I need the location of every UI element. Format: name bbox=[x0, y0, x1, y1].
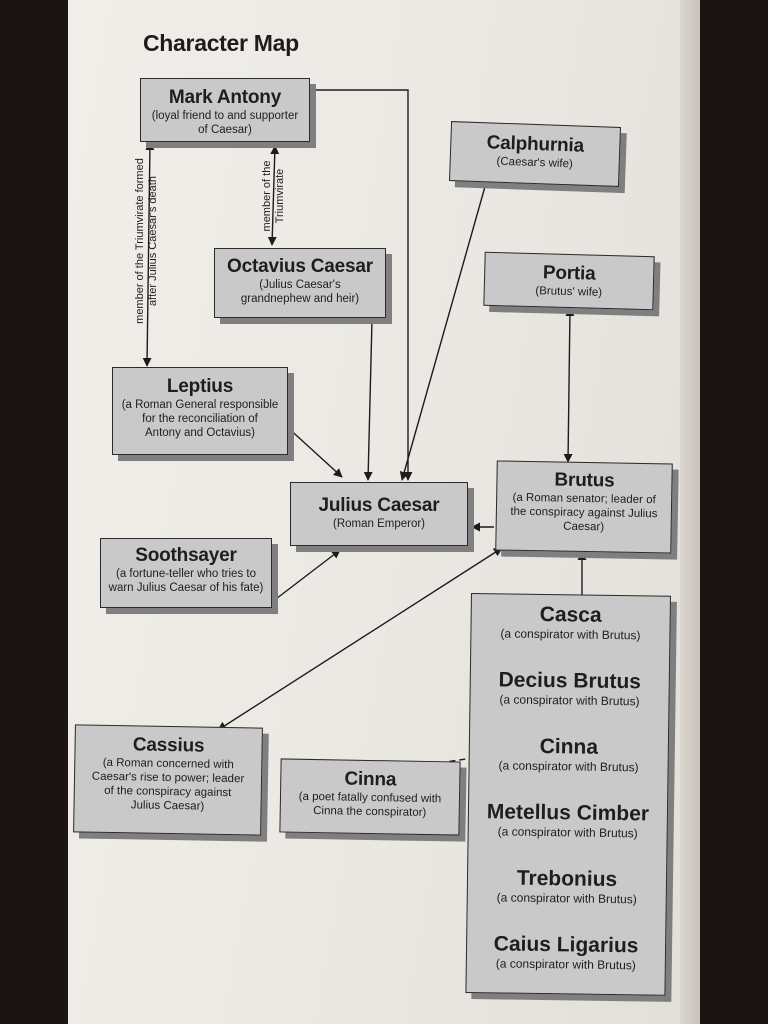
character-name: Cassius bbox=[132, 734, 205, 757]
octavius-caesar-box: Octavius Caesar (Julius Caesar's grandne… bbox=[214, 248, 386, 318]
brutus-box: Brutus (a Roman senator; leader of the c… bbox=[495, 460, 673, 554]
conspirator-name: Metellus Cimber bbox=[486, 800, 650, 826]
character-desc: (Brutus' wife) bbox=[535, 285, 603, 299]
page-edge bbox=[680, 0, 700, 1024]
portia-box: Portia (Brutus' wife) bbox=[483, 251, 655, 311]
character-desc: Julius Caesar) bbox=[130, 799, 205, 813]
arrow-calphurnia-caesar bbox=[399, 175, 489, 481]
arrow-octavius-caesar bbox=[363, 319, 373, 481]
conspirator-desc: (a conspirator with Brutus) bbox=[499, 692, 640, 709]
character-desc: Antony and Octavius) bbox=[145, 427, 255, 439]
character-name: Soothsayer bbox=[135, 545, 237, 566]
character-name: Mark Antony bbox=[168, 87, 282, 108]
arrow-leptius-caesar bbox=[284, 424, 343, 478]
arrow-antony-octavius bbox=[267, 145, 280, 246]
arrow-antony-leptius bbox=[142, 141, 155, 367]
mark-antony-box: Mark Antony (loyal friend to and support… bbox=[140, 78, 310, 142]
cinna-poet-box: Cinna (a poet fatally confused with Cinn… bbox=[279, 758, 461, 836]
page-title: Character Map bbox=[143, 30, 299, 56]
character-name: Julius Caesar bbox=[318, 495, 440, 516]
conspirator-name: Casca bbox=[539, 602, 602, 627]
character-desc: (Julius Caesar's bbox=[259, 279, 341, 291]
arrow-portia-brutus bbox=[563, 307, 575, 463]
character-desc: (Roman Emperor) bbox=[332, 518, 426, 530]
character-name: Octavius Caesar bbox=[227, 256, 373, 277]
character-desc: (a fortune-teller who tries to bbox=[116, 568, 256, 580]
cassius-box: Cassius (a Roman concerned with Caesar's… bbox=[73, 724, 263, 836]
conspirator-entry: Cinna (a conspirator with Brutus) bbox=[470, 734, 669, 775]
julius-caesar-box: Julius Caesar (Roman Emperor) bbox=[290, 482, 468, 546]
conspirator-entry: Decius Brutus (a conspirator with Brutus… bbox=[470, 668, 669, 709]
conspirator-name: Cinna bbox=[539, 734, 599, 759]
conspirator-name: Caius Ligarius bbox=[493, 932, 639, 958]
conspirator-desc: (a conspirator with Brutus) bbox=[498, 758, 639, 775]
label-triumvirate-formed: member of the Triumvirate formed after J… bbox=[134, 158, 159, 324]
character-name: Brutus bbox=[554, 469, 615, 492]
conspirator-desc: (a conspirator with Brutus) bbox=[500, 626, 641, 643]
character-desc: (a Roman General responsible bbox=[121, 399, 279, 411]
character-name: Leptius bbox=[166, 376, 234, 397]
conspirator-desc: (a conspirator with Brutus) bbox=[495, 956, 636, 973]
character-desc: of Caesar) bbox=[198, 124, 252, 136]
arrow-soothsayer-caesar bbox=[271, 549, 341, 603]
conspirator-name: Decius Brutus bbox=[498, 668, 642, 694]
conspirator-name: Trebonius bbox=[516, 866, 618, 892]
conspirator-entry: Caius Ligarius (a conspirator with Brutu… bbox=[467, 932, 666, 973]
character-desc: for the reconciliation of bbox=[142, 413, 258, 425]
character-desc: (loyal friend to and supporter bbox=[151, 110, 299, 122]
conspirator-entry: Metellus Cimber (a conspirator with Brut… bbox=[469, 800, 668, 841]
arrow-antony-caesar bbox=[310, 89, 413, 481]
conspirators-box: Casca (a conspirator with Brutus) Decius… bbox=[465, 593, 671, 996]
conspirator-entry: Trebonius (a conspirator with Brutus) bbox=[468, 866, 667, 907]
calphurnia-box: Calphurnia (Caesar's wife) bbox=[449, 121, 621, 187]
character-desc: warn Julius Caesar of his fate) bbox=[108, 582, 264, 594]
soothsayer-box: Soothsayer (a fortune-teller who tries t… bbox=[100, 538, 272, 608]
character-desc: grandnephew and heir) bbox=[240, 293, 360, 305]
character-name: Cinna bbox=[344, 768, 397, 791]
label-triumvirate-member: member of the Triumvirate bbox=[261, 160, 286, 232]
leptius-box: Leptius (a Roman General responsible for… bbox=[112, 367, 288, 455]
conspirator-desc: (a conspirator with Brutus) bbox=[497, 824, 638, 841]
arrow-cassius-brutus bbox=[217, 547, 503, 731]
conspirator-entry: Casca (a conspirator with Brutus) bbox=[471, 602, 670, 643]
conspirator-desc: (a conspirator with Brutus) bbox=[496, 890, 637, 907]
